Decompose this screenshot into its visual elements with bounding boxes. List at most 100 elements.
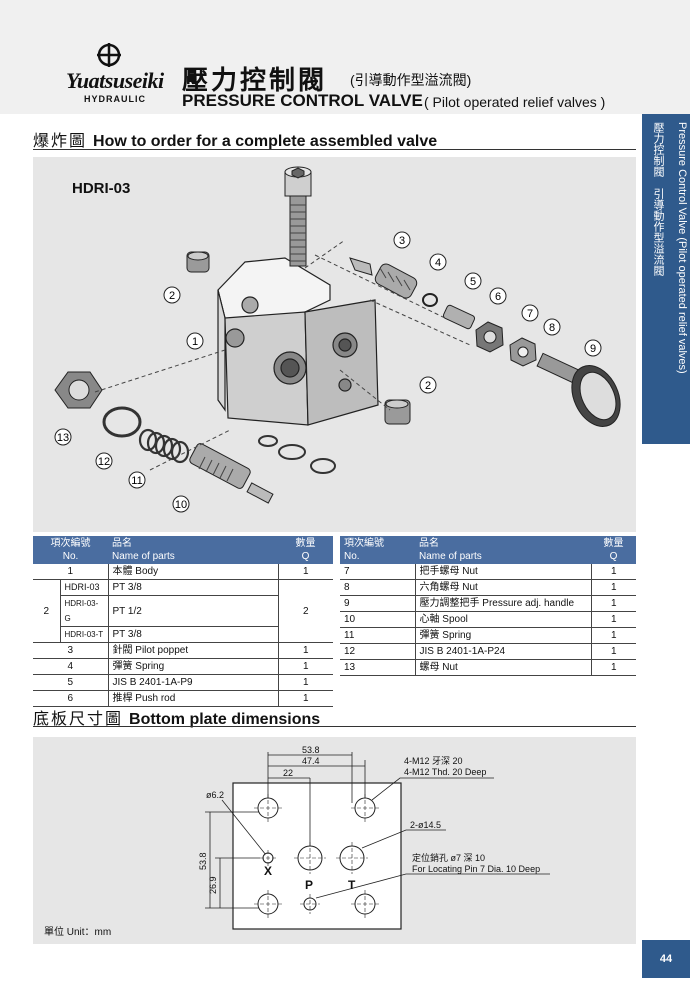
svg-text:2: 2 [425,380,431,392]
table-row: 1 本體 Body 1 [33,564,333,580]
svg-text:10: 10 [175,499,187,511]
section2-en: Bottom plate dimensions [129,711,321,728]
table-row: 3 針閥 Pilot poppet 1 [33,642,333,659]
svg-text:7: 7 [527,308,533,320]
svg-text:11: 11 [131,475,142,487]
svg-text:6: 6 [495,291,501,303]
note-pin-cn: 定位銷孔 ø7 深 10 [412,852,485,863]
logo-text: Yuatsuseiki [66,68,164,93]
svg-text:4: 4 [435,257,441,269]
valve-body [217,257,379,426]
port-t-label: T [348,878,356,892]
section1-en: How to order for a complete assembled va… [93,133,438,150]
section1-rule [33,149,636,150]
row-no: 12 [340,643,415,660]
row-name: PT 3/8 [107,626,278,643]
assembly-lines [94,239,471,471]
row-q: 1 [590,579,636,596]
row-q: 1 [277,564,333,580]
oring-b [278,444,306,460]
title-chinese-sub: (引導動作型溢流閥) [350,72,472,88]
svg-text:13: 13 [57,432,69,444]
table-row: HDRI-03-G PT 1/2 [33,595,333,627]
note-m12-en: 4-M12 Thd. 20 Deep [404,767,486,777]
callout-7: 7 [521,304,539,322]
row-name: PT 1/2 [107,595,278,627]
callout-3: 3 [393,231,411,249]
row-q: 1 [277,642,333,659]
plug-right [384,399,411,425]
row-name: 彈簧 Spring [107,658,278,675]
callout-9: 9 [584,339,602,357]
side-tab: 壓力控制閥 引導動作型溢流閥 Pressure Control Valve (P… [642,114,690,444]
row-q: 1 [277,690,333,707]
row-no: 3 [33,642,108,659]
row-name: JIS B 2401-1A-P9 [107,674,278,691]
unit-note: 單位 Unit：mm [44,927,112,938]
side-tab-cn: 壓力控制閥 引導動作型溢流閥 [652,122,664,276]
row-name: 壓力調整把手 Pressure adj. handle [414,595,591,612]
table-row: HDRI-03-T PT 3/8 [33,626,333,643]
svg-text:3: 3 [399,235,405,247]
pilot-parts [349,257,476,330]
row-name: 螺母 Nut [414,659,591,676]
row-no: 5 [33,674,108,691]
logo-subtext: HYDRAULIC [84,94,146,104]
row-no: 6 [33,690,108,707]
row-no: 4 [33,658,108,675]
callout-2b: 2 [419,376,437,394]
callout-8: 8 [543,318,561,336]
row-sub: HDRI-03-T [59,626,108,643]
note-m12-cn: 4-M12 牙深 20 [404,756,463,766]
title-chinese: 壓力控制閥 [182,65,328,95]
row-no: 10 [340,611,415,628]
section1-cn: 爆炸圖 [33,133,88,150]
row-no: 7 [340,564,415,580]
svg-text:9: 9 [590,343,596,355]
svg-text:1: 1 [192,336,198,348]
dim-53-8-left: 53.8 [198,852,208,870]
row-name: 推桿 Push rod [107,690,278,707]
callout-1: 1 [186,332,204,350]
dim-53-8-top: 53.8 [302,745,320,755]
port-p-label: P [305,878,313,892]
row-name: 本體 Body [107,564,278,580]
svg-text:12: 12 [98,456,110,468]
side-tab-en: Pressure Control Valve (Pilot operated r… [676,122,688,374]
spool-10 [189,443,274,504]
callout-2a: 2 [163,286,181,304]
row-no: 1 [33,564,108,580]
row-name: 六角螺母 Nut [414,579,591,596]
row-sub: HDRI-03-G [59,595,108,627]
oring-c [310,458,336,474]
row-no: 2 [33,579,60,643]
row-no: 9 [340,595,415,612]
callouts: 1 2 2 3 4 5 6 7 8 9 10 11 12 13 [54,231,602,513]
spring-11 [138,428,190,464]
adjust-handle [536,352,621,427]
leader-lines [315,777,550,899]
section1-heading: 爆炸圖 How to order for a complete assembled… [33,127,437,151]
dim-phi-6-2: ø6.2 [206,790,224,800]
row-name: 針閥 Pilot poppet [107,642,278,659]
row-name: 把手螺母 Nut [414,564,591,580]
callout-4: 4 [429,253,447,271]
cap-screw [284,166,312,267]
row-q: 1 [590,643,636,660]
title-english-sub: ( Pilot operated relief valves ) [424,94,606,110]
model-label: HDRI-03 [72,180,131,197]
port-x-label: X [264,864,272,878]
table-row: 4 彈簧 Spring 1 [33,658,333,675]
row-name: JIS B 2401-1A-P24 [414,643,591,660]
hole-centerlines [254,794,379,918]
row-q: 2 [277,579,333,643]
